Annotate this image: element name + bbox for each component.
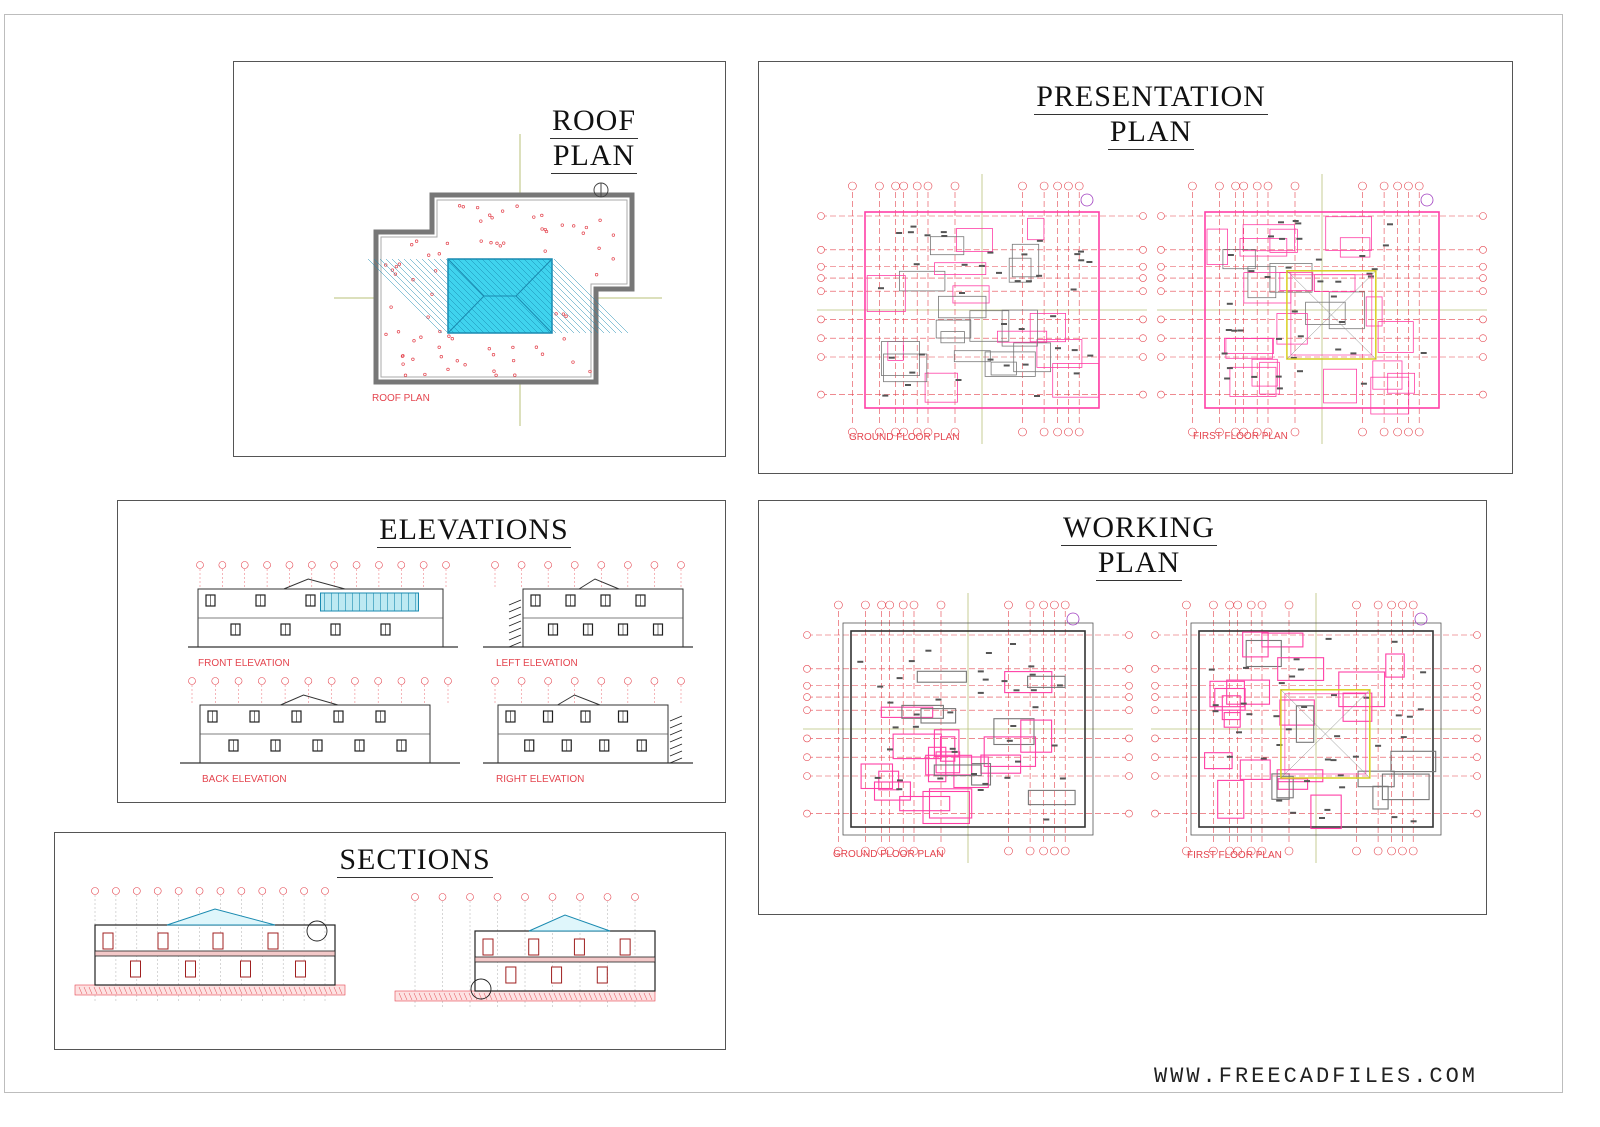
working-ground-floor-drawing bbox=[803, 593, 1133, 863]
sections-panel: SECTIONS bbox=[54, 832, 726, 1050]
section-a-drawing bbox=[74, 887, 346, 1001]
front-elevation-caption: FRONT ELEVATION bbox=[198, 658, 290, 669]
working-first-floor-drawing bbox=[1151, 593, 1481, 863]
left-elevation-drawing bbox=[483, 561, 693, 648]
left-elevation-caption: LEFT ELEVATION bbox=[496, 658, 578, 669]
presentation-first-floor-drawing bbox=[1157, 174, 1487, 444]
presentation-ground-caption: GROUND FLOOR PLAN bbox=[849, 432, 960, 443]
sheet-border bbox=[4, 14, 1563, 1093]
back-elevation-drawing bbox=[180, 677, 460, 764]
website-watermark: WWW.FREECADFILES.COM bbox=[1153, 1064, 1478, 1089]
right-elevation-caption: RIGHT ELEVATION bbox=[496, 774, 585, 785]
right-elevation-drawing bbox=[483, 677, 693, 764]
sections-title: SECTIONS bbox=[337, 843, 493, 878]
elevations-title: ELEVATIONS bbox=[377, 513, 571, 548]
presentation-first-caption: FIRST FLOOR PLAN bbox=[1193, 431, 1288, 442]
working-first-caption: FIRST FLOOR PLAN bbox=[1187, 850, 1282, 861]
back-elevation-caption: BACK ELEVATION bbox=[202, 774, 287, 785]
working-ground-caption: GROUND FLOOR PLAN bbox=[833, 849, 944, 860]
roof-plan-caption: ROOF PLAN bbox=[372, 393, 430, 404]
roof-plan-drawing bbox=[334, 134, 662, 426]
presentation-ground-floor-drawing bbox=[817, 174, 1147, 444]
section-b-drawing bbox=[394, 893, 656, 1007]
front-elevation-drawing bbox=[188, 561, 458, 648]
elevations-panel: ELEVATIONS FRONT ELEVATION LEFT ELEVATIO… bbox=[117, 500, 726, 803]
